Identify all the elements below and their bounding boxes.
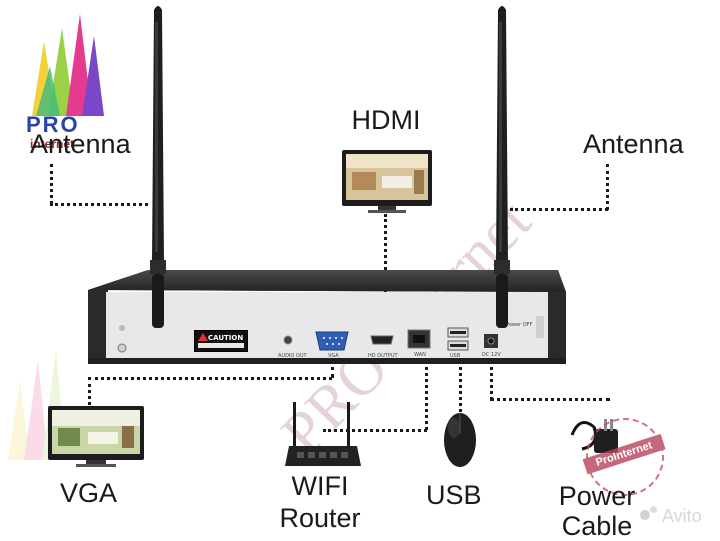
caution-label: CAUTION [208, 334, 244, 342]
power-switch-text: Power OFF [506, 322, 533, 328]
lan-port-text: WAN [414, 352, 426, 358]
usb-mouse-icon [444, 413, 476, 467]
antenna-right-label: Antenna [583, 129, 684, 159]
avito-logo-icon-2 [650, 506, 657, 513]
connector-usb [459, 360, 462, 412]
connector-router-v [425, 360, 428, 430]
logo-pro-text: PRO [26, 112, 80, 137]
hd-out-text: HD OUTPUT [368, 353, 399, 359]
avito-logo-icon [640, 510, 650, 520]
connector-vga-down [88, 377, 91, 405]
stamp-text: ProInternet [582, 433, 666, 475]
caution-stripe [198, 343, 244, 348]
audio-out-text: AUDIO OUT [278, 353, 308, 359]
logo-mark-icon [32, 14, 104, 116]
nvr-device: CAUTION AUDIO OUT VGA HD OUTPUT WAN USB … [88, 240, 568, 370]
warning-icon [198, 333, 208, 341]
antenna-left-icon [150, 6, 166, 328]
connector-antenna-right-h [510, 208, 608, 211]
caution-sticker: CAUTION [194, 330, 248, 352]
antenna-left-label: Antenna [30, 129, 131, 159]
antenna-right-icon [494, 6, 510, 328]
wifi-router-label-line1: WIFI [291, 471, 349, 501]
wifi-router-label-line2: Router [279, 503, 361, 533]
vga-label: VGA [60, 478, 118, 508]
nvr-body [88, 270, 566, 364]
power-cable-label-line2: Cable [561, 511, 633, 541]
connector-antenna-right [606, 164, 609, 210]
connector-vga-h [88, 377, 332, 380]
power-port-text: DC 12V [482, 352, 501, 358]
connector-router-h [323, 429, 427, 432]
vga-monitor-icon [48, 406, 144, 467]
logo-internet-text: internet [30, 137, 75, 151]
usb-label: USB [426, 480, 482, 510]
hdmi-monitor-icon [342, 150, 432, 213]
port-panel: AUDIO OUT VGA HD OUTPUT WAN USB DC 12V P… [117, 316, 544, 359]
connector-power-h [490, 398, 610, 401]
brand-logo: PRO internet [22, 6, 112, 156]
avito-text: Avito [662, 506, 702, 526]
router-icon [285, 402, 361, 466]
hdmi-label: HDMI [351, 105, 421, 135]
connector-antenna-left-h [50, 203, 148, 206]
connector-power-v [490, 360, 493, 400]
connector-antenna-left [50, 164, 53, 204]
usb-port-text: USB [450, 353, 461, 359]
vga-port-text: VGA [328, 353, 339, 359]
power-cable-label-line1: Power [558, 481, 636, 511]
avito-watermark: Avito [640, 504, 718, 528]
power-adapter-icon [570, 419, 618, 453]
connector-vga-v [331, 360, 334, 378]
